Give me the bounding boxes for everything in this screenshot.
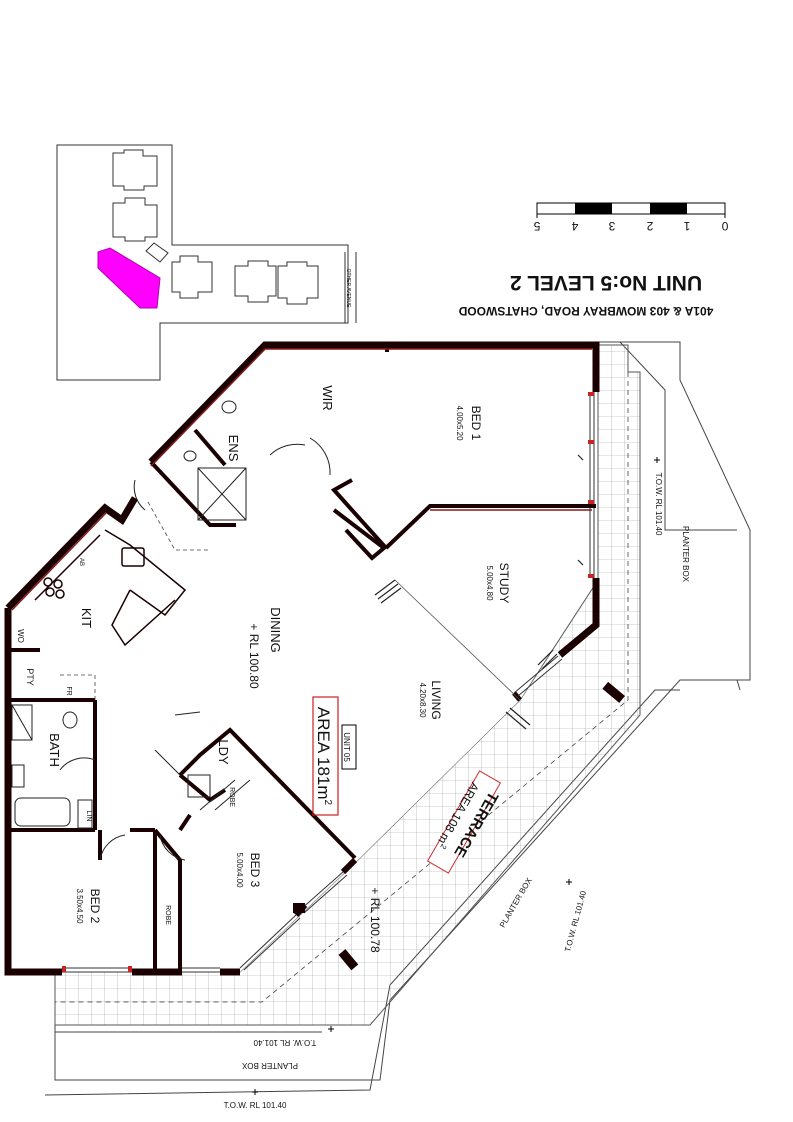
room-robe2-name: ROBE	[164, 905, 171, 925]
unit-tag-box	[341, 724, 357, 770]
room-bed3-dims: 5.00x4.00	[235, 852, 244, 888]
building-outline	[112, 149, 158, 191]
svg-text:AREA 181m2: AREA 181m2	[314, 707, 333, 806]
room-living-dims: 4.20x8.30	[418, 682, 427, 718]
bath-fixtures	[11, 704, 126, 861]
area-box	[312, 696, 339, 816]
ensuite-fixtures	[133, 400, 331, 521]
scale-label-4: 4	[571, 219, 578, 233]
building-outline	[145, 242, 169, 263]
basin-icon	[221, 400, 237, 414]
room-ab-name: AB	[78, 558, 84, 566]
room-wir-name: WIR	[320, 385, 335, 410]
unit-tag: UNIT 05	[342, 732, 351, 762]
tow-label-diag: T.O.W. RL 101.40	[563, 889, 588, 953]
building-outline	[112, 197, 158, 242]
site-plan	[56, 144, 357, 381]
room-ldy-name: LDY	[216, 739, 231, 765]
street-label: OTHER AVENUE	[345, 269, 351, 308]
windows	[62, 392, 595, 973]
room-living-name: LIVING	[429, 680, 443, 719]
area-label-group: AREA 181m2	[314, 707, 333, 806]
terrace-area-sup: 2	[438, 842, 448, 851]
building-outline	[171, 255, 213, 299]
area-label: AREA 181m	[314, 707, 333, 800]
planter-box-label-diag: PLANTER BOX	[498, 876, 534, 930]
room-bed2-dims: 3.50x4.50	[75, 888, 84, 924]
room-bed3-name: BED 3	[248, 853, 262, 888]
room-bed1-dims: 4.00x5.20	[455, 405, 464, 441]
room-robe3-name: ROBE	[228, 787, 235, 807]
scale-bar-labels: 0 1 2 3 4 5	[533, 219, 728, 233]
tow-label-foot: T.O.W. RL 101.40	[224, 1101, 287, 1110]
room-lin-name: LIN	[85, 811, 92, 822]
vanity-icon	[11, 764, 25, 788]
unit-floor	[8, 345, 596, 972]
room-wo-name: WO	[16, 629, 25, 643]
tow-label-bottom: T.O.W. RL 101.40	[253, 1038, 316, 1047]
internal-walls	[6, 345, 596, 972]
laundry-fixtures	[154, 711, 251, 861]
scale-label-0: 0	[721, 219, 728, 233]
terrace-rl: + RL 100.78	[368, 887, 382, 953]
room-bath-name: BATH	[47, 733, 62, 767]
area-sup: 2	[322, 800, 333, 806]
subject-unit-highlight	[97, 247, 161, 309]
scale-label-1: 1	[683, 219, 690, 233]
room-dining-name: DINING	[268, 607, 283, 653]
site-boundary	[56, 144, 349, 381]
sliding-doors	[374, 454, 584, 730]
room-bed1-name: BED 1	[469, 406, 483, 441]
sink-icon	[121, 547, 145, 567]
toilet-icon	[62, 711, 78, 729]
toilet-icon	[183, 450, 197, 462]
window-sills	[62, 392, 594, 972]
room-study-dims: 5.00x4.80	[485, 565, 494, 601]
room-dining-rl: + RL 100.80	[247, 623, 261, 689]
terrace-dashed-line	[55, 372, 629, 1003]
room-bed2-name: BED 2	[88, 889, 102, 924]
room-labels: BED 1 4.00x5.20 WIR ENS STUDY 5.00x4.80 …	[16, 385, 511, 925]
tow-label-right: T.O.W. RL 101.40	[654, 473, 663, 536]
scale-label-2: 2	[646, 219, 653, 233]
kitchen	[34, 529, 187, 647]
planter-box-label-right: PLANTER BOX	[681, 526, 690, 583]
cooktop-icon	[43, 577, 53, 587]
internal-walls-red	[11, 348, 592, 611]
dashed-lines	[60, 501, 208, 700]
building-outline	[234, 260, 277, 303]
room-pty-name: PTY	[25, 668, 35, 686]
address-line: 401A & 403 MOWBRAY ROAD, CHATSWOOD	[458, 304, 713, 318]
rl-markers	[252, 457, 660, 1095]
room-study-name: STUDY	[497, 563, 511, 604]
scale-bar	[536, 202, 726, 218]
terrace-area-box	[426, 770, 502, 874]
bathtub-icon	[14, 797, 71, 827]
planter-box-label-bottom: PLANTER BOX	[241, 1061, 298, 1070]
room-ens-name: ENS	[226, 435, 241, 462]
building-outline	[277, 261, 319, 305]
room-kit-name: KIT	[79, 608, 94, 628]
scale-label-3: 3	[608, 219, 615, 233]
room-fr-name: FR	[65, 686, 72, 695]
column-markers	[293, 681, 625, 971]
scale-label-5: 5	[533, 219, 540, 233]
street-line	[344, 252, 357, 323]
unit-title: UNIT No:5 LEVEL 2	[510, 271, 702, 294]
